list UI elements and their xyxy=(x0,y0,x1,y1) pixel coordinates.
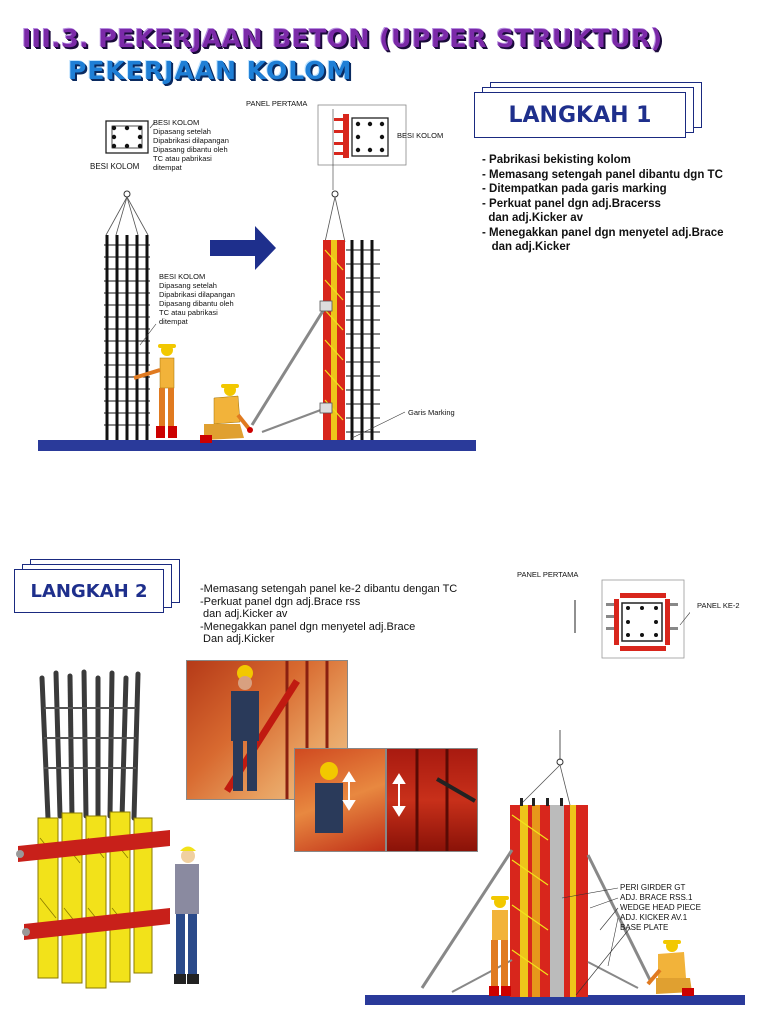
photo-panel-install xyxy=(186,660,348,800)
rebar-cage-left xyxy=(104,235,150,440)
column-cross-section-icon xyxy=(105,120,149,154)
step1-diagram xyxy=(38,104,476,451)
panel-cross-section-icon xyxy=(317,104,407,166)
step2-legend: PERI GIRDER GT ADJ. BRACE RSS.1 WEDGE HE… xyxy=(620,883,701,932)
worker-standing-icon xyxy=(133,344,177,438)
arrow-right-icon xyxy=(210,226,276,270)
page-title: III.3. PEKERJAAN BETON (UPPER STRUKTUR) xyxy=(22,24,663,53)
photo-kicker-adjust xyxy=(386,748,478,852)
step2-panel-pertama: PANEL PERTAMA xyxy=(517,570,579,579)
step1-card: LANGKAH 1 xyxy=(474,92,686,138)
besi-kolom-note: BESI KOLOM Dipasang setelah Dipabrikasi … xyxy=(153,118,229,172)
step1-label: LANGKAH 1 xyxy=(508,102,652,128)
step2-instructions: -Memasang setengah panel ke-2 dibantu de… xyxy=(200,583,458,645)
step1-instructions: - Pabrikasi bekisting kolom - Memasang s… xyxy=(482,154,724,253)
page-subtitle: PEKERJAAN KOLOM xyxy=(68,56,353,85)
garis-marking-label: Garis Marking xyxy=(408,408,455,417)
step2-cross-section xyxy=(574,579,690,659)
step2-panel-ke2: PANEL KE-2 xyxy=(697,601,740,610)
step2-label: LANGKAH 2 xyxy=(30,580,148,602)
formwork-column-2 xyxy=(510,798,588,997)
besi-kolom-note2: BESI KOLOM Dipasang setelah Dipabrikasi … xyxy=(159,272,235,326)
floor-slab-2 xyxy=(365,995,745,1005)
besi-kolom-right-label: BESI KOLOM xyxy=(397,131,444,140)
panel-pertama-label: PANEL PERTAMA xyxy=(246,99,308,108)
worker-right-icon xyxy=(646,940,694,996)
floor-slab xyxy=(38,440,476,451)
step2-card: LANGKAH 2 xyxy=(14,569,164,613)
formwork-3d-illustration xyxy=(16,669,199,989)
step2-erection-diagram xyxy=(365,730,745,1005)
worker-kneeling-icon xyxy=(200,384,253,443)
formwork-panel xyxy=(323,240,345,440)
worker-left-icon xyxy=(489,896,511,996)
worker-3d-icon xyxy=(174,846,199,984)
rebar-cage-right xyxy=(346,240,380,440)
photo-brace-adjust xyxy=(294,748,386,852)
besi-kolom-label: BESI KOLOM xyxy=(90,162,140,171)
